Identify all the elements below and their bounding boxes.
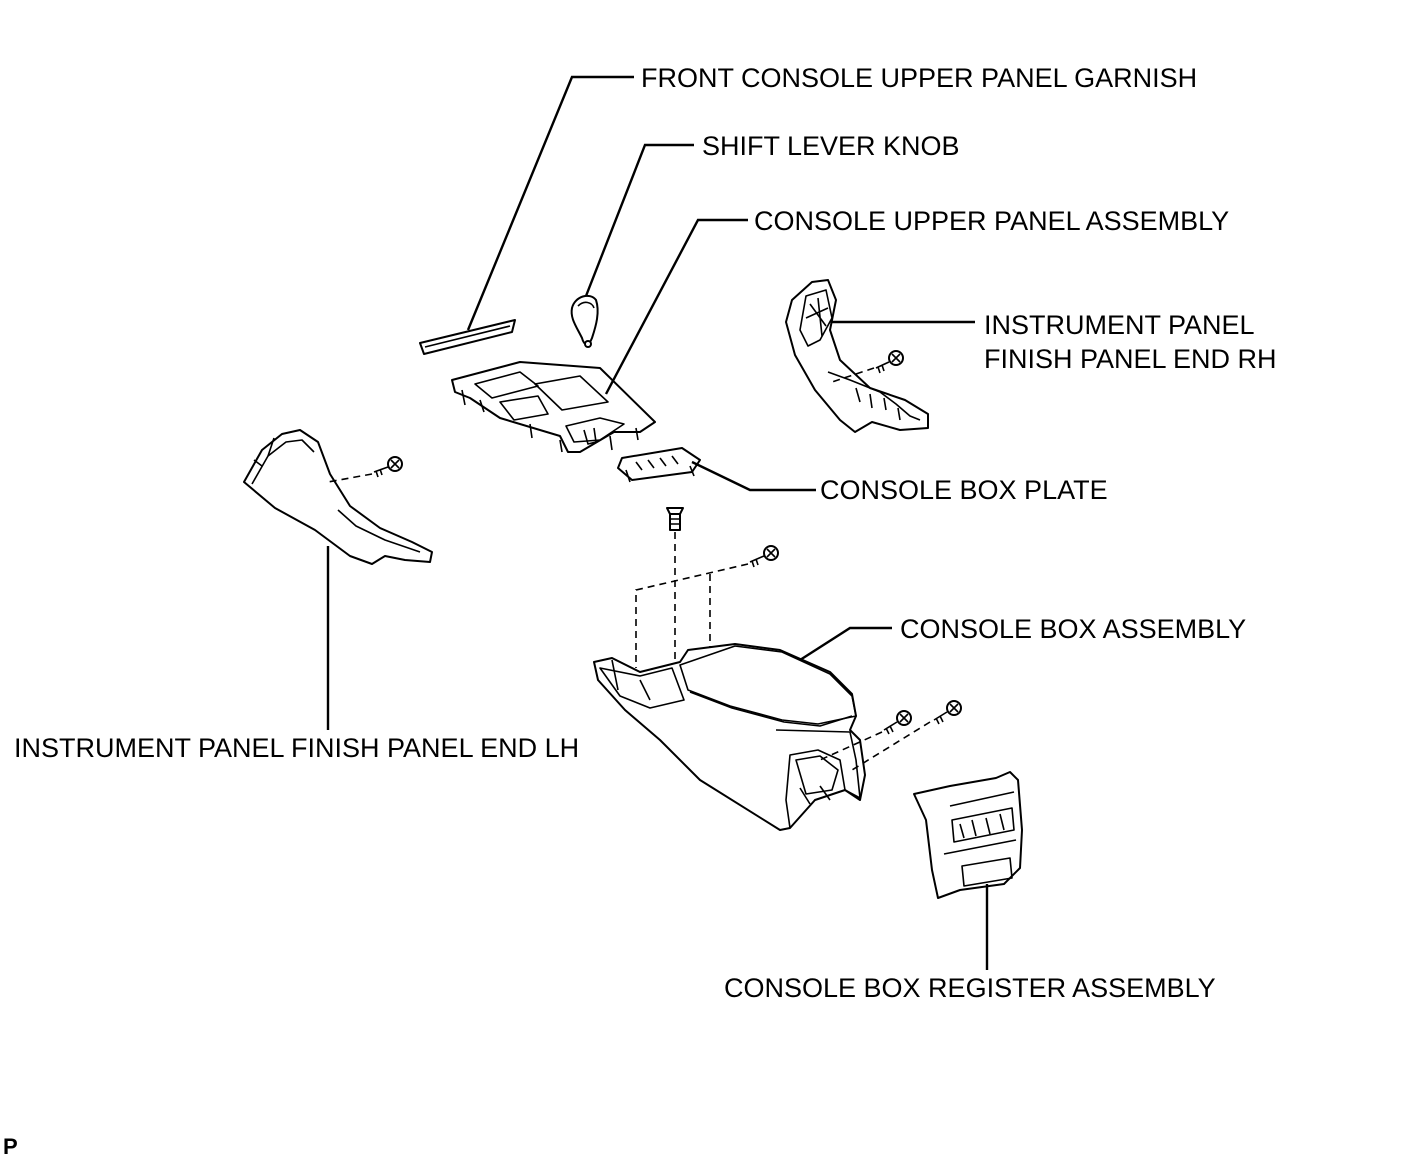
console-box-register-assembly-part	[913, 771, 1023, 899]
front-console-upper-panel-garnish-part	[419, 319, 516, 355]
screw-icon	[933, 700, 962, 725]
instrument-panel-finish-panel-end-lh-part	[243, 429, 433, 565]
leader-console-box-plate	[691, 460, 816, 492]
shift-lever-knob-part	[570, 294, 599, 348]
label-console-box-register-assembly: CONSOLE BOX REGISTER ASSEMBLY	[724, 973, 1216, 1003]
label-console-upper-panel-assembly: CONSOLE UPPER PANEL ASSEMBLY	[754, 206, 1229, 236]
screw-icon	[875, 350, 904, 374]
page-marker: P	[3, 1134, 18, 1159]
label-shift-lever-knob: SHIFT LEVER KNOB	[702, 131, 960, 161]
label-console-box-assembly: CONSOLE BOX ASSEMBLY	[900, 614, 1246, 644]
label-instrument-panel-finish-panel-end-rh-line2: FINISH PANEL END RH	[984, 344, 1277, 374]
instrument-panel-finish-panel-end-rh-part	[785, 279, 929, 433]
leader-shift-lever-knob	[584, 143, 694, 297]
label-console-box-plate: CONSOLE BOX PLATE	[820, 475, 1108, 505]
screw-icon	[749, 545, 779, 568]
leader-console-upper-panel-assembly	[604, 218, 748, 395]
leader-console-box-assembly	[799, 626, 892, 662]
console-box-plate-part	[617, 447, 701, 483]
label-instrument-panel-finish-panel-end-rh-line1: INSTRUMENT PANEL	[984, 310, 1255, 340]
label-instrument-panel-finish-panel-end-lh: INSTRUMENT PANEL FINISH PANEL END LH	[14, 733, 579, 763]
screw-icon	[373, 456, 403, 478]
label-front-console-upper-panel-garnish: FRONT CONSOLE UPPER PANEL GARNISH	[641, 63, 1197, 93]
console-box-assembly-part	[593, 643, 866, 831]
screw-icon	[666, 507, 684, 531]
console-upper-panel-assembly-part	[451, 361, 656, 453]
leader-front-console-upper-panel-garnish	[466, 75, 634, 331]
screw-icon	[883, 710, 912, 735]
